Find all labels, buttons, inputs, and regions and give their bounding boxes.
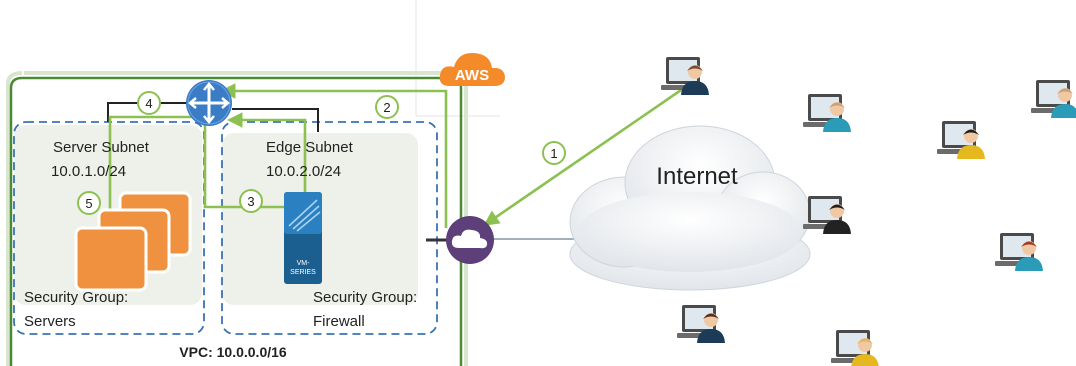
edge-security-group-label: Security Group: [313, 289, 417, 306]
server-security-group-name: Servers [24, 313, 76, 330]
edge-subnet-cidr: 10.0.2.0/24 [266, 163, 341, 180]
server-subnet-cidr: 10.0.1.0/24 [51, 163, 126, 180]
internet-cloud-icon: Internet [569, 125, 811, 291]
aws-cloud-icon: AWS [439, 52, 505, 86]
svg-text:4: 4 [145, 96, 152, 111]
laptop-user-icon [803, 94, 851, 132]
aws-label: AWS [455, 67, 489, 84]
internet-users [661, 57, 1076, 366]
vpc-label: VPC: 10.0.0.0/16 [179, 344, 287, 360]
laptop-user-icon [995, 233, 1043, 271]
subnet-links [107, 102, 319, 132]
server-security-group-label: Security Group: [24, 289, 128, 306]
server-subnet-title: Server Subnet [53, 139, 150, 156]
step-badge-1: 1 [542, 141, 566, 165]
internet-label: Internet [656, 163, 738, 190]
step-badge-2: 2 [375, 95, 399, 119]
laptop-user-icon [937, 121, 985, 159]
svg-text:3: 3 [247, 194, 254, 209]
firewall-label-1: VM- [297, 260, 311, 267]
svg-text:2: 2 [383, 100, 390, 115]
step-badge-5: 5 [77, 191, 101, 215]
edge-subnet-title: Edge Subnet [266, 139, 354, 156]
flow-paths [102, 83, 685, 242]
internet-gateway-icon[interactable] [426, 216, 580, 264]
firewall-label-2: SERIES [290, 269, 316, 276]
laptop-user-icon [661, 57, 709, 95]
step-badge-3: 3 [239, 189, 263, 213]
svg-text:1: 1 [550, 146, 557, 161]
laptop-user-icon [803, 196, 851, 234]
laptop-user-icon [1031, 80, 1076, 118]
laptop-user-icon [831, 330, 879, 366]
vm-series-firewall-icon[interactable]: VM- SERIES [284, 192, 322, 284]
step-badge-4: 4 [137, 91, 161, 115]
svg-text:5: 5 [85, 196, 92, 211]
router-icon[interactable] [186, 80, 232, 126]
server-stack-icon [74, 191, 192, 292]
edge-security-group-name: Firewall [313, 313, 365, 330]
laptop-user-icon [677, 305, 725, 343]
